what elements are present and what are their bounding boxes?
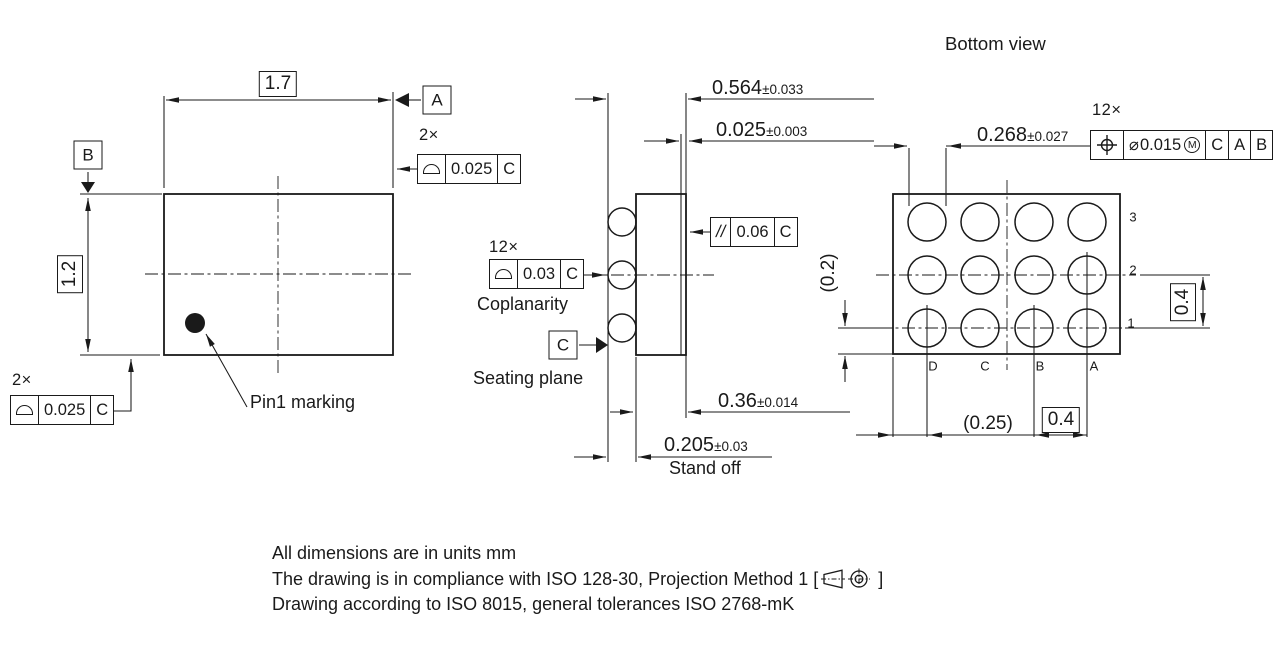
col-label: B bbox=[1035, 358, 1045, 374]
fcf-datum: A bbox=[1228, 131, 1250, 159]
ball-diameter-dimension: 0.268±0.027 bbox=[977, 124, 1069, 146]
datum-a-box: A bbox=[422, 85, 452, 115]
drawing-notes: All dimensions are in units mm The drawi… bbox=[272, 541, 883, 618]
standoff-label: Stand off bbox=[669, 458, 741, 478]
profile-fcf-bottom: 0.025 C bbox=[10, 395, 115, 425]
pin1-dot bbox=[185, 313, 205, 333]
fcf-tolerance: 0.025 bbox=[38, 396, 90, 424]
pin1-marking-label: Pin1 marking bbox=[250, 392, 356, 412]
position-icon bbox=[1091, 131, 1123, 159]
fcf-tolerance-cell: ⌀ 0.015 M bbox=[1123, 131, 1205, 159]
datum-b-triangle bbox=[81, 182, 95, 193]
note-units: All dimensions are in units mm bbox=[272, 543, 517, 563]
count-label: 12× bbox=[489, 238, 519, 256]
datum-b-box: B bbox=[73, 140, 103, 170]
first-angle-projection-icon bbox=[821, 567, 875, 591]
fcf-datum: C bbox=[1205, 131, 1228, 159]
profile-of-surface-icon bbox=[418, 155, 445, 183]
parallelism-icon: // bbox=[714, 222, 728, 241]
overall-height-dimension: 0.564±0.033 bbox=[712, 77, 804, 99]
datum-c-box: C bbox=[548, 330, 578, 360]
parallelism-fcf: // 0.06 C bbox=[710, 217, 798, 247]
coplanarity-fcf: 0.03 C bbox=[489, 259, 585, 289]
note-projection: The drawing is in compliance with ISO 12… bbox=[272, 567, 883, 593]
col-label: D bbox=[928, 358, 938, 374]
top-layer-dimension: 0.025±0.003 bbox=[716, 119, 808, 141]
datum-a-triangle bbox=[395, 93, 409, 107]
diameter-symbol: ⌀ bbox=[1129, 136, 1139, 154]
standoff-dimension: 0.205±0.03 bbox=[664, 434, 748, 456]
edge-to-row1-dimension: (0.2) bbox=[818, 253, 839, 293]
datum-c-triangle bbox=[596, 337, 608, 353]
fcf-datum: B bbox=[1250, 131, 1272, 159]
row-pitch-dimension: 0.4 bbox=[1170, 282, 1196, 322]
edge-to-colD-dimension: (0.25) bbox=[963, 413, 1013, 434]
side-view-geometry bbox=[574, 93, 874, 462]
count-label: 2× bbox=[12, 371, 32, 389]
count-label: 12× bbox=[1092, 101, 1122, 119]
fcf-tolerance: 0.025 bbox=[445, 155, 497, 183]
row-label: 2 bbox=[1129, 262, 1137, 278]
fcf-datum: C bbox=[560, 260, 583, 288]
fcf-tolerance: 0.06 bbox=[730, 218, 773, 246]
profile-fcf-top: 0.025 C bbox=[417, 154, 522, 184]
coplanarity-label: Coplanarity bbox=[477, 294, 569, 314]
position-fcf: ⌀ 0.015 M C A B bbox=[1090, 130, 1274, 160]
col-label: C bbox=[980, 358, 990, 374]
fcf-tolerance: 0.03 bbox=[517, 260, 560, 288]
fcf-datum: C bbox=[497, 155, 520, 183]
row-label: 3 bbox=[1129, 209, 1137, 225]
row-label: 1 bbox=[1127, 315, 1135, 331]
bottom-view-geometry bbox=[838, 143, 1210, 438]
solder-ball-side bbox=[607, 207, 637, 237]
mmc-modifier-icon: M bbox=[1184, 137, 1201, 153]
solder-ball-grid bbox=[907, 202, 1107, 348]
height-dimension: 1.2 bbox=[57, 254, 83, 294]
package-outline-side-view bbox=[635, 193, 687, 356]
width-dimension: 1.7 bbox=[258, 71, 298, 97]
pin1-leader bbox=[205, 333, 248, 408]
col-label: A bbox=[1089, 358, 1099, 374]
package-outline-top-view bbox=[163, 193, 394, 356]
package-outline-bottom-view bbox=[892, 193, 1121, 355]
fcf-datum: C bbox=[773, 218, 797, 246]
note-tolerances: Drawing according to ISO 8015, general t… bbox=[272, 594, 795, 614]
bottom-view-title: Bottom view bbox=[945, 33, 1046, 54]
top-view-geometry bbox=[80, 92, 421, 412]
fcf-datum: C bbox=[90, 396, 113, 424]
solder-ball-side bbox=[607, 313, 637, 343]
body-height-dimension: 0.36±0.014 bbox=[718, 390, 799, 412]
col-pitch-dimension: 0.4 bbox=[1041, 407, 1081, 433]
count-label: 2× bbox=[419, 126, 439, 144]
seating-plane-label: Seating plane bbox=[473, 368, 584, 388]
profile-of-surface-icon bbox=[490, 260, 517, 288]
profile-of-surface-icon bbox=[11, 396, 38, 424]
